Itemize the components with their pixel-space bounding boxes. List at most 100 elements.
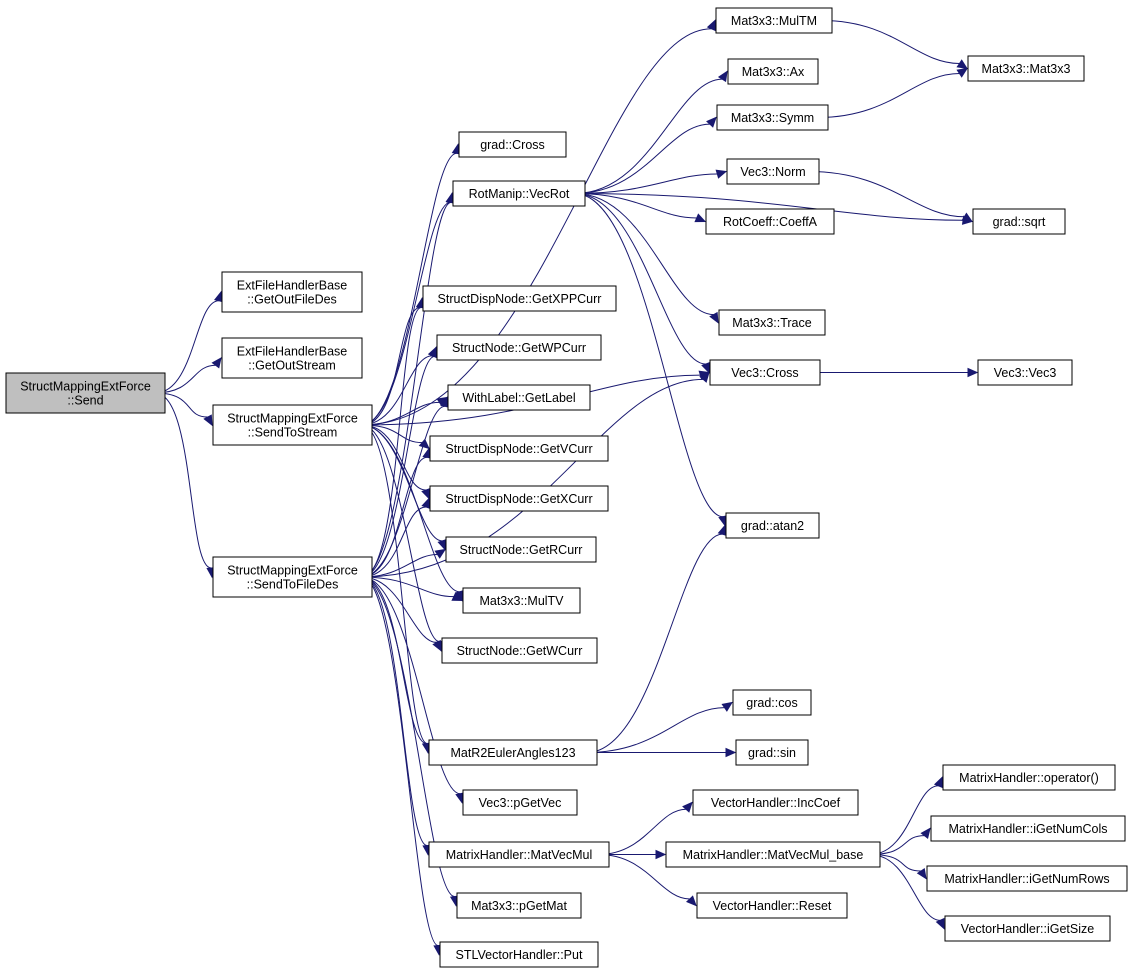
edge-arrowhead bbox=[956, 59, 969, 70]
edge-arrowhead bbox=[214, 290, 224, 303]
node-trace[interactable]: Mat3x3::Trace bbox=[718, 309, 826, 336]
edge-arrowhead bbox=[685, 895, 697, 907]
edge-matvecmulbase-to-igetsize bbox=[869, 854, 941, 921]
node-label: StructDispNode::GetXPPCurr bbox=[438, 292, 602, 306]
node-getoutfiledes[interactable]: ExtFileHandlerBase::GetOutFileDes bbox=[221, 271, 363, 313]
node-multv[interactable]: Mat3x3::MulTV bbox=[462, 587, 581, 614]
node-label: VectorHandler::iGetSize bbox=[961, 922, 1094, 936]
node-mat3x3[interactable]: Mat3x3::Mat3x3 bbox=[967, 55, 1085, 82]
node-cos[interactable]: grad::cos bbox=[732, 689, 812, 716]
edge-arrowhead bbox=[916, 867, 927, 880]
edge-sendtofiledes-to-multv bbox=[361, 576, 454, 598]
node-operator[interactable]: MatrixHandler::operator() bbox=[942, 764, 1116, 791]
node-box bbox=[212, 404, 373, 446]
edge-sendtofiledes-to-pgetvec bbox=[361, 576, 461, 795]
node-sqrt[interactable]: grad::sqrt bbox=[972, 208, 1066, 235]
edge-arrowhead bbox=[421, 487, 431, 500]
node-veccross[interactable]: Vec3::Cross bbox=[709, 359, 821, 386]
edge-sendtostream-to-getxppcurr bbox=[361, 306, 421, 426]
node-label: grad::atan2 bbox=[741, 519, 804, 533]
node-box bbox=[436, 334, 602, 361]
node-pgetmat[interactable]: Mat3x3::pGetMat bbox=[456, 892, 582, 919]
edge-symm-to-mat3x3 bbox=[817, 72, 960, 118]
node-norm[interactable]: Vec3::Norm bbox=[726, 158, 820, 185]
node-getrcurr[interactable]: StructNode::GetRCurr bbox=[445, 536, 597, 563]
node-coeffa[interactable]: RotCoeff::CoeffA bbox=[705, 208, 835, 235]
node-gradcross[interactable]: grad::Cross bbox=[458, 131, 567, 158]
node-box bbox=[967, 55, 1085, 82]
edge-arrowhead bbox=[709, 311, 719, 324]
node-igetnumrows[interactable]: MatrixHandler::iGetNumRows bbox=[926, 865, 1128, 892]
node-reset[interactable]: VectorHandler::Reset bbox=[696, 892, 848, 919]
node-box bbox=[716, 104, 829, 131]
node-label: StructNode::GetRCurr bbox=[460, 543, 583, 557]
node-inccoef[interactable]: VectorHandler::IncCoef bbox=[692, 789, 859, 816]
node-sendtofiledes[interactable]: StructMappingExtForce::SendToFileDes bbox=[212, 556, 373, 598]
edge-arrowhead bbox=[434, 548, 447, 559]
node-label: StructNode::GetWPCurr bbox=[452, 341, 586, 355]
edge-arrowhead bbox=[706, 116, 717, 128]
node-box bbox=[422, 285, 617, 312]
edge-arrowhead bbox=[717, 70, 728, 83]
node-vecrot[interactable]: RotManip::VecRot bbox=[452, 180, 586, 207]
node-box bbox=[726, 158, 820, 185]
node-ax[interactable]: Mat3x3::Ax bbox=[727, 58, 819, 85]
node-label: MatrixHandler::iGetNumCols bbox=[948, 822, 1107, 836]
node-getwpcurr[interactable]: StructNode::GetWPCurr bbox=[436, 334, 602, 361]
node-getlabel[interactable]: WithLabel::GetLabel bbox=[447, 384, 591, 411]
edge-arrowhead bbox=[682, 801, 693, 813]
node-getvcurr[interactable]: StructDispNode::GetVCurr bbox=[429, 435, 609, 462]
node-label: StructMappingExtForce bbox=[20, 380, 151, 394]
node-layer: StructMappingExtForce::Send ExtFileHandle… bbox=[5, 7, 1128, 968]
node-getwcurr[interactable]: StructNode::GetWCurr bbox=[441, 637, 598, 664]
node-atan2[interactable]: grad::atan2 bbox=[725, 512, 820, 539]
edge-vecrot-to-trace bbox=[574, 193, 714, 316]
edge-arrowhead bbox=[694, 213, 707, 223]
edge-arrowhead bbox=[211, 357, 222, 369]
node-sendtostream[interactable]: StructMappingExtForce::SendToStream bbox=[212, 404, 373, 446]
edge-sendtofiledes-to-getvcurr bbox=[361, 456, 428, 578]
node-box bbox=[429, 485, 609, 512]
edge-sendtofiledes-to-getxcurr bbox=[361, 506, 427, 578]
node-sin[interactable]: grad::sin bbox=[735, 739, 809, 766]
node-label: MatrixHandler::MatVecMul_base bbox=[683, 848, 864, 862]
edge-arrowhead bbox=[451, 592, 464, 602]
edge-arrowhead bbox=[437, 538, 447, 551]
node-label: ::GetOutStream bbox=[248, 359, 336, 373]
edge-arrowhead bbox=[956, 67, 969, 78]
node-igetnumcols[interactable]: MatrixHandler::iGetNumCols bbox=[930, 815, 1126, 842]
edge-sendtostream-to-gradcross bbox=[361, 152, 457, 426]
node-box bbox=[977, 359, 1073, 386]
node-symm[interactable]: Mat3x3::Symm bbox=[716, 104, 829, 131]
node-pgetvec[interactable]: Vec3::pGetVec bbox=[462, 789, 578, 816]
node-label: ::SendToStream bbox=[248, 426, 338, 440]
node-getxppcurr[interactable]: StructDispNode::GetXPPCurr bbox=[422, 285, 617, 312]
node-box bbox=[972, 208, 1066, 235]
node-box bbox=[456, 892, 582, 919]
node-getxcurr[interactable]: StructDispNode::GetXCurr bbox=[429, 485, 609, 512]
edge-arrowhead bbox=[933, 776, 943, 789]
node-matvecmul[interactable]: MatrixHandler::MatVecMul bbox=[428, 841, 610, 868]
node-label: Vec3::pGetVec bbox=[479, 796, 562, 810]
edge-vecrot-to-coeffa bbox=[574, 193, 697, 219]
edge-vecrot-to-ax bbox=[574, 78, 723, 194]
node-matvecmulbase[interactable]: MatrixHandler::MatVecMul_base bbox=[665, 841, 881, 868]
node-label: MatR2EulerAngles123 bbox=[450, 746, 575, 760]
node-box bbox=[727, 58, 819, 85]
node-put[interactable]: STLVectorHandler::Put bbox=[439, 941, 599, 968]
node-vec3[interactable]: Vec3::Vec3 bbox=[977, 359, 1073, 386]
node-multm[interactable]: Mat3x3::MulTM bbox=[715, 7, 833, 34]
node-box bbox=[735, 739, 809, 766]
edge-sendtostream-to-multv bbox=[361, 424, 460, 593]
node-getoutstream[interactable]: ExtFileHandlerBase::GetOutStream bbox=[221, 337, 363, 379]
node-igetsize[interactable]: VectorHandler::iGetSize bbox=[944, 915, 1111, 942]
edge-eulerangles-to-atan2 bbox=[586, 533, 723, 753]
node-box bbox=[926, 865, 1128, 892]
node-send[interactable]: StructMappingExtForce::Send bbox=[5, 372, 166, 414]
node-label: MatrixHandler::MatVecMul bbox=[446, 848, 593, 862]
node-eulerangles[interactable]: MatR2EulerAngles123 bbox=[428, 739, 598, 766]
edge-arrowhead bbox=[421, 497, 431, 510]
edge-arrowhead bbox=[725, 747, 737, 758]
node-label: Mat3x3::Trace bbox=[732, 316, 811, 330]
edge-sendtofiledes-to-veccross bbox=[361, 378, 704, 578]
